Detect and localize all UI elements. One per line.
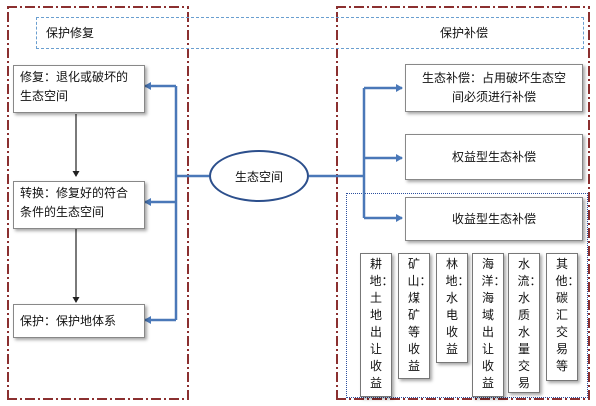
- revenue-type-ocean-text: 海洋：海域出让收益: [481, 257, 506, 390]
- convert-box-text: 转换：修复好的符合条件的生态空间: [20, 186, 129, 219]
- revenue-group-frame: [346, 193, 588, 398]
- revenue-type-water: 水流：水质水量交易: [508, 253, 542, 393]
- revenue-compensation-text: 收益型生态补偿: [451, 211, 536, 226]
- protect-box-text: 保护：保护地体系: [20, 314, 117, 328]
- eco-compensation-box: 生态补偿：占用破坏生态空间必须进行补偿: [405, 64, 583, 112]
- revenue-type-mine-text: 矿山：煤矿等收益: [407, 257, 432, 373]
- rights-compensation-box: 权益型生态补偿: [405, 134, 583, 180]
- revenue-type-other: 其他：碳汇交易等: [546, 253, 580, 381]
- revenue-type-farmland-text: 耕地：土地出让收益: [369, 257, 394, 390]
- rights-compensation-text: 权益型生态补偿: [451, 149, 536, 164]
- protect-box: 保护：保护地体系: [13, 304, 145, 338]
- revenue-type-forest-text: 林地：水电收益: [445, 257, 470, 356]
- revenue-compensation-box: 收益型生态补偿: [405, 197, 583, 241]
- ecological-space-node: 生态空间: [209, 150, 309, 202]
- convert-box: 转换：修复好的符合条件的生态空间: [13, 181, 145, 229]
- revenue-type-other-text: 其他：碳汇交易等: [555, 257, 580, 373]
- header-bar: [36, 17, 584, 49]
- right-panel-title: 保护补偿: [440, 26, 489, 40]
- revenue-type-ocean: 海洋：海域出让收益: [472, 253, 506, 397]
- revenue-type-mine: 矿山：煤矿等收益: [398, 253, 432, 379]
- revenue-type-farmland: 耕地：土地出让收益: [360, 253, 394, 397]
- restore-box: 修复：退化或破坏的生态空间: [13, 65, 145, 113]
- left-panel-title: 保护修复: [46, 26, 95, 40]
- revenue-type-water-text: 水流：水质水量交易: [517, 257, 542, 390]
- revenue-type-forest: 林地：水电收益: [436, 253, 470, 363]
- restore-box-text: 修复：退化或破坏的生态空间: [20, 70, 129, 103]
- ecological-space-label: 生态空间: [234, 169, 283, 184]
- eco-compensation-text: 生态补偿：占用破坏生态空间必须进行补偿: [421, 71, 566, 104]
